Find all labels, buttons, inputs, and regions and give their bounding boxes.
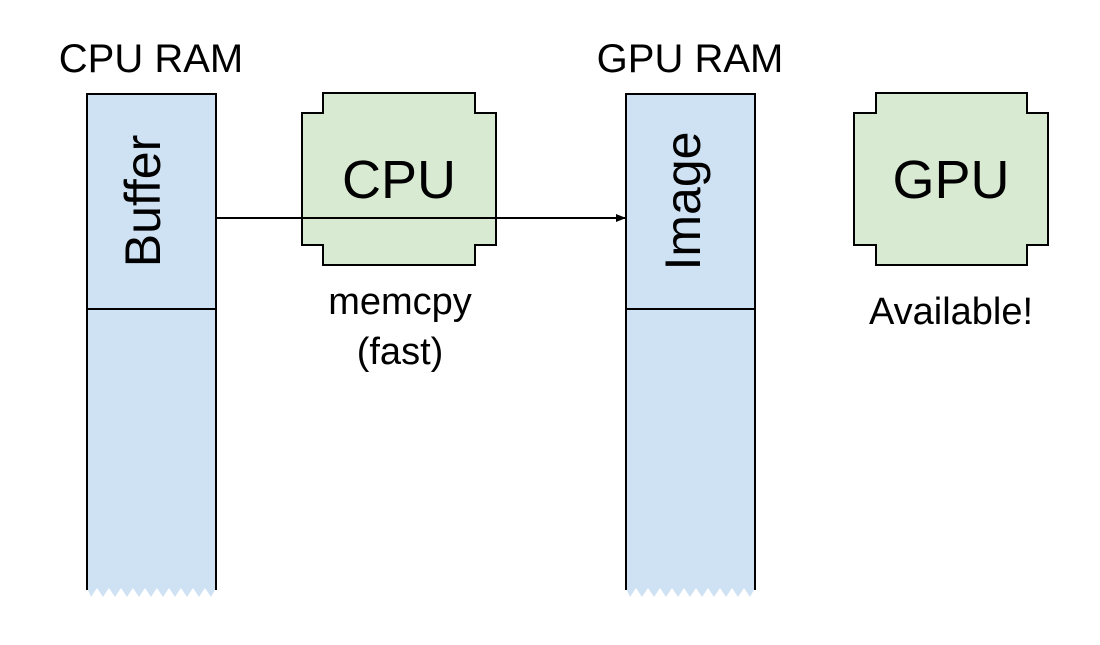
cpu-caption-line-2: (fast) [357, 331, 444, 373]
cpu-ram-title: CPU RAM [59, 37, 243, 81]
gpu-chip-label: GPU [892, 150, 1009, 210]
gpu-ram-title: GPU RAM [597, 37, 784, 81]
gpu-chip: GPU Available! [853, 92, 1049, 333]
gpu-caption: Available! [869, 291, 1033, 333]
cpu-chip-label: CPU [342, 150, 456, 210]
cpu-ram-column: CPU RAM Buffer [59, 37, 243, 597]
cpu-chip: CPU memcpy (fast) [301, 92, 497, 373]
gpu-ram-body [626, 94, 755, 597]
cpu-chip-icon [301, 92, 497, 266]
image-block-label: Image [655, 132, 711, 271]
buffer-block-label: Buffer [115, 135, 171, 268]
cpu-caption-line-1: memcpy [328, 281, 472, 323]
gpu-chip-icon [853, 92, 1049, 266]
cpu-ram-body [87, 94, 216, 597]
gpu-ram-column: GPU RAM Image [597, 37, 784, 597]
